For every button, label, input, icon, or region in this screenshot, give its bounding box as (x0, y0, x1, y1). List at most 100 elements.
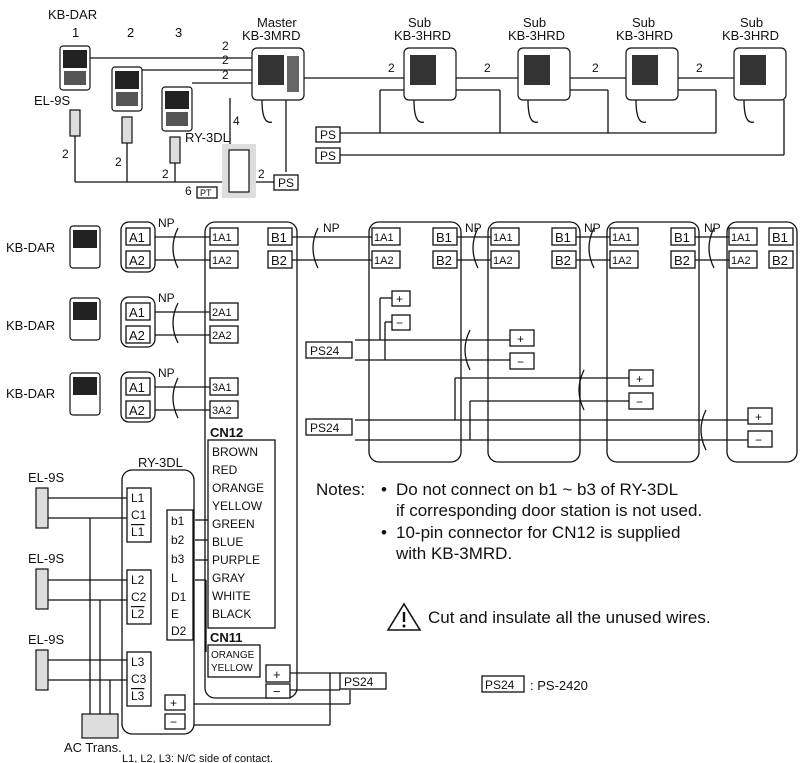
el9s-strikes-bottom: EL-9S EL-9S EL-9S (28, 470, 64, 691)
svg-text:−: − (517, 355, 524, 369)
svg-text:B2: B2 (772, 253, 788, 268)
sub4-model: KB-3HRD (722, 28, 779, 43)
svg-text:+: + (755, 410, 762, 424)
svg-text:A2: A2 (129, 328, 145, 343)
svg-text:1A1: 1A1 (731, 232, 751, 244)
svg-text:B1: B1 (674, 230, 690, 245)
door-station-2-icon (111, 66, 143, 112)
svg-text:2: 2 (222, 39, 229, 53)
ps24-box-2 (305, 418, 353, 436)
svg-text:NP: NP (704, 221, 721, 235)
svg-text:A1: A1 (129, 230, 145, 245)
svg-text:NP: NP (158, 366, 175, 380)
top-ry3dl-label: RY-3DL (185, 130, 230, 145)
door-number-2: 2 (127, 25, 134, 40)
svg-text:2: 2 (222, 53, 229, 67)
svg-text:1A2: 1A2 (612, 255, 632, 267)
ps24-legend-box (481, 675, 525, 693)
svg-text:+: + (273, 667, 281, 682)
svg-text:A1: A1 (129, 380, 145, 395)
svg-text:2: 2 (222, 68, 229, 82)
svg-text:C1: C1 (131, 508, 147, 522)
svg-text:−: − (170, 715, 177, 729)
sub1-title: Sub (408, 15, 431, 30)
svg-text:2: 2 (388, 61, 395, 75)
svg-text:C2: C2 (131, 590, 147, 604)
svg-text:GREEN: GREEN (212, 517, 255, 531)
note2-line1: 10-pin connector for CN12 is supplied (396, 523, 681, 542)
svg-text:KB-DAR: KB-DAR (6, 318, 55, 333)
svg-text:KB-DAR: KB-DAR (6, 240, 55, 255)
top-kbdar-label: KB-DAR (48, 7, 97, 22)
note2-bullet: • (381, 523, 387, 542)
svg-text:B2: B2 (674, 253, 690, 268)
svg-text:L3: L3 (131, 689, 145, 703)
door-terminal-blocks: A1 A2 A1 A2 A1 A2 (120, 221, 156, 423)
ps-box-1 (315, 126, 341, 143)
sub4-title: Sub (740, 15, 763, 30)
svg-text:B2: B2 (555, 253, 571, 268)
svg-text:RED: RED (212, 463, 238, 477)
svg-text:NP: NP (323, 221, 340, 235)
svg-text:+: + (396, 292, 403, 306)
svg-text:D2: D2 (171, 624, 187, 638)
svg-text:2: 2 (696, 61, 703, 75)
cn11-label: CN11 (210, 630, 243, 645)
ps24-box-3 (339, 672, 387, 690)
sub2-title: Sub (523, 15, 546, 30)
svg-text:L2: L2 (131, 573, 145, 587)
svg-text:BROWN: BROWN (212, 445, 258, 459)
master-monitor-icon (251, 47, 305, 123)
svg-text:E: E (171, 607, 179, 621)
svg-text:1A2: 1A2 (493, 255, 513, 267)
svg-text:2: 2 (258, 167, 265, 181)
ry3dl-label: RY-3DL (138, 455, 183, 470)
svg-text:EL-9S: EL-9S (28, 551, 64, 566)
master-minus (265, 683, 291, 699)
ry3dl-plus (164, 694, 186, 711)
ps24-box-1 (305, 341, 353, 359)
svg-text:1A2: 1A2 (374, 255, 394, 267)
svg-text:NP: NP (584, 221, 601, 235)
svg-text:PS24: PS24 (344, 675, 374, 689)
svg-text:NP: NP (465, 221, 482, 235)
sub3-title: Sub (632, 15, 655, 30)
note1-line1: Do not connect on b1 ~ b3 of RY-3DL (396, 480, 679, 499)
cn12-label: CN12 (210, 425, 243, 440)
ry3dl-minus (164, 713, 186, 730)
ps-box-3 (273, 174, 299, 191)
cn11-orange: ORANGE (211, 650, 255, 661)
ps24-legend-text: : PS-2420 (530, 678, 588, 693)
svg-text:L1: L1 (131, 491, 145, 505)
np-labels: NP NP NP NP NP NP NP (158, 216, 721, 380)
svg-text:1A1: 1A1 (374, 232, 394, 244)
svg-text:2A2: 2A2 (212, 330, 232, 342)
svg-text:−: − (396, 316, 403, 330)
svg-text:PS24: PS24 (310, 344, 340, 358)
ry3dl-left-terminals: L1 C1 L1 L2 C2 L2 L3 C3 L3 (126, 487, 152, 707)
svg-text:3A2: 3A2 (212, 405, 232, 417)
note1-bullet: • (381, 480, 387, 499)
cn11-yellow: YELLOW (211, 663, 253, 674)
svg-text:NP: NP (158, 216, 175, 230)
svg-text:+: + (636, 372, 643, 386)
top-el9s-label: EL-9S (34, 93, 70, 108)
warning-icon (386, 602, 422, 631)
sub-terminal-boxes: 1A1 1A2 B1 B2 + − 1A1 1A2 B1 B2 + − 1A1 … (368, 221, 798, 463)
svg-text:C3: C3 (131, 672, 147, 686)
svg-text:B2: B2 (436, 253, 452, 268)
pt-box (196, 186, 218, 199)
svg-text:2: 2 (62, 147, 69, 161)
svg-text:1A2: 1A2 (731, 255, 751, 267)
pt-label: PT (200, 188, 212, 198)
svg-text:A1: A1 (129, 305, 145, 320)
svg-text:B1: B1 (436, 230, 452, 245)
svg-text:1A2: 1A2 (212, 255, 232, 267)
svg-text:NP: NP (158, 291, 175, 305)
ps-label-3: PS (278, 176, 294, 190)
svg-text:BLUE: BLUE (212, 535, 243, 549)
svg-text:2: 2 (484, 61, 491, 75)
svg-text:A2: A2 (129, 253, 145, 268)
